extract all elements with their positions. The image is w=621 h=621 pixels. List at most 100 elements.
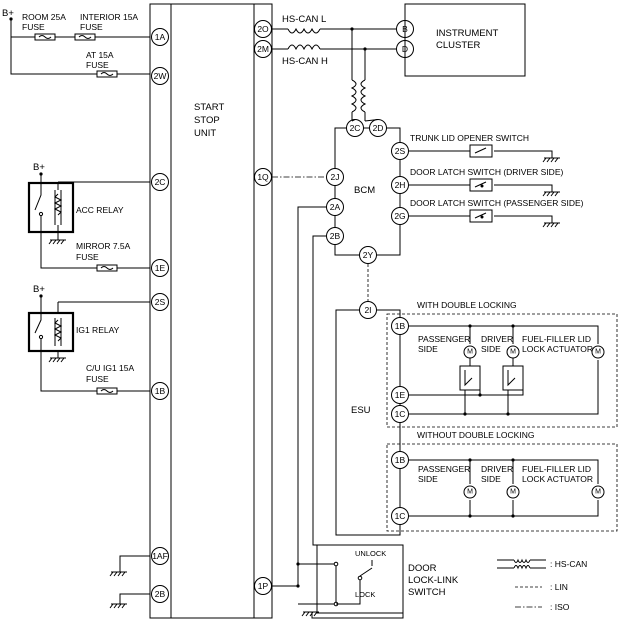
ssu-pin-2m: 2M	[257, 44, 269, 54]
wd-fuel-1: FUEL-FILLER LID	[522, 334, 591, 344]
ssu-pin-1e: 1E	[155, 263, 166, 273]
wd-fuel-2: LOCK ACTUATOR	[522, 344, 593, 354]
room-fuse-label-1: ROOM 25A	[22, 12, 66, 22]
esu-pin-2i: 2I	[364, 305, 371, 315]
bplus-label-top: B+	[2, 8, 14, 19]
ssu-pin-2w: 2W	[154, 71, 167, 81]
ssu-pin-1a: 1A	[155, 32, 166, 42]
wod-driver-1: DRIVER	[481, 464, 513, 474]
esu-pin-1c-a: 1C	[395, 409, 406, 419]
bcm-pin-2c: 2C	[350, 123, 361, 133]
can-l-label: HS-CAN L	[282, 14, 326, 25]
trunk-switch-symbol	[469, 144, 493, 158]
lock-link-label-2: LOCK-LINK	[408, 575, 459, 586]
supply-section: B+ ROOM 25A FUSE INTERIOR 15A FUSE AT 15…	[2, 8, 150, 609]
wod-passenger-1: PASSENGER	[418, 464, 470, 474]
door-passenger-switch-label: DOOR LATCH SWITCH (PASSENGER SIDE)	[410, 198, 584, 208]
ssu-label-1: START	[194, 102, 224, 113]
ssu-pin-2s: 2S	[155, 297, 166, 307]
door-driver-switch-label: DOOR LATCH SWITCH (DRIVER SIDE)	[410, 167, 563, 177]
wod-fuel-1: FUEL-FILLER LID	[522, 464, 591, 474]
wd-motor-fuel: M	[595, 349, 601, 356]
esu-pin-1b-a: 1B	[395, 321, 406, 331]
trunk-switch-label: TRUNK LID OPENER SWITCH	[410, 133, 529, 143]
cluster-label-1: INSTRUMENT	[436, 28, 498, 39]
can-bus-section: HS-CAN L HS-CAN H B D INSTRUMENT CLUSTER	[272, 3, 526, 121]
lock-link-switch-box	[316, 544, 404, 614]
wod-driver-2: SIDE	[481, 474, 501, 484]
unlock-label: UNLOCK	[355, 549, 386, 558]
ig1-relay-box	[27, 311, 75, 353]
can-h-label: HS-CAN H	[282, 56, 328, 67]
wd-driver-1: DRIVER	[481, 334, 513, 344]
at-fuse-label-2: FUSE	[86, 60, 109, 70]
with-double-locking-group	[386, 313, 618, 428]
ssu-pin-1q: 1Q	[257, 172, 269, 182]
ssu-pin-1p: 1P	[258, 581, 269, 591]
start-stop-unit-body	[149, 3, 273, 619]
wd-motor-driver: M	[510, 349, 516, 356]
without-double-locking-group	[386, 443, 618, 532]
interior-fuse-label-2: FUSE	[80, 22, 103, 32]
lock-link-section: UNLOCK LOCK DOOR LOCK-LINK SWITCH	[296, 544, 459, 617]
ssu-pin-2b: 2B	[155, 589, 166, 599]
bplus-label-ig1: B+	[33, 284, 45, 295]
bcm-pin-2g: 2G	[394, 211, 405, 221]
legend-iso: : ISO	[550, 602, 570, 612]
bcm-pin-2d: 2D	[373, 123, 384, 133]
lock-link-label-1: DOOR	[408, 563, 437, 574]
ssu-pin-1b: 1B	[155, 386, 166, 396]
bcm-pin-2s: 2S	[395, 146, 406, 156]
lock-label: LOCK	[355, 590, 375, 599]
wd-passenger-2: SIDE	[418, 344, 438, 354]
legend: : HS-CAN : LIN : ISO	[497, 558, 587, 612]
at-fuse-label-1: AT 15A	[86, 50, 114, 60]
without-double-title: WITHOUT DOUBLE LOCKING	[417, 430, 534, 440]
legend-can: : HS-CAN	[550, 559, 587, 569]
ssu-pin-2c: 2C	[155, 177, 166, 187]
wod-motor-driver: M	[510, 489, 516, 496]
cluster-label-2: CLUSTER	[436, 40, 480, 51]
ig1-relay-label: IG1 RELAY	[76, 325, 120, 335]
wd-relay-passenger	[459, 365, 481, 391]
start-stop-unit: START STOP UNIT 1A 2W 2C 1E 2S 1B 1AF 2B…	[149, 3, 273, 619]
wod-passenger-2: SIDE	[418, 474, 438, 484]
wod-motor-fuel: M	[595, 489, 601, 496]
interior-fuse-label-1: INTERIOR 15A	[80, 12, 138, 22]
mirror-fuse-label-1: MIRROR 7.5A	[76, 241, 131, 251]
wod-motor-passenger: M	[467, 489, 473, 496]
bcm-pin-2b: 2B	[330, 231, 341, 241]
bcm-pin-2j: 2J	[331, 172, 340, 182]
cu-ig1-fuse-label-2: FUSE	[86, 374, 109, 384]
esu-pin-1b-b: 1B	[395, 455, 406, 465]
esu-label: ESU	[351, 405, 371, 416]
ssu-label-2: STOP	[194, 115, 220, 126]
bcm-pin-2y: 2Y	[363, 250, 374, 260]
wd-passenger-1: PASSENGER	[418, 334, 470, 344]
esu-pin-1c-b: 1C	[395, 511, 406, 521]
lock-link-label-3: SWITCH	[408, 587, 446, 598]
esu-section: ESU 2I 1B 1E 1C 1B 1C WITH DOUBLE LOCKIN…	[335, 300, 618, 536]
bcm-section: BCM 2C 2D 2J 2A 2B 2Y 2S 2H 2G TRUNK LID…	[272, 119, 584, 619]
esu-box	[335, 309, 401, 536]
legend-lin: : LIN	[550, 582, 568, 592]
bcm-pin-2h: 2H	[395, 180, 406, 190]
with-double-title: WITH DOUBLE LOCKING	[417, 300, 517, 310]
room-fuse-label-2: FUSE	[22, 22, 45, 32]
acc-relay-box	[27, 181, 75, 234]
cu-ig1-fuse-label-1: C/U IG1 15A	[86, 363, 135, 373]
bcm-label: BCM	[354, 185, 375, 196]
acc-relay-label: ACC RELAY	[76, 205, 124, 215]
bcm-pin-2a: 2A	[330, 202, 341, 212]
bplus-label-acc: B+	[33, 162, 45, 173]
instrument-cluster-box	[404, 3, 526, 77]
ssu-pin-1af: 1AF	[152, 551, 168, 561]
ssu-pin-2o: 2O	[257, 24, 269, 34]
wd-relay-driver	[502, 365, 524, 391]
esu-pin-1e: 1E	[395, 390, 406, 400]
wd-motor-passenger: M	[467, 349, 473, 356]
mirror-fuse-label-2: FUSE	[76, 252, 99, 262]
wod-fuel-2: LOCK ACTUATOR	[522, 474, 593, 484]
wd-driver-2: SIDE	[481, 344, 501, 354]
